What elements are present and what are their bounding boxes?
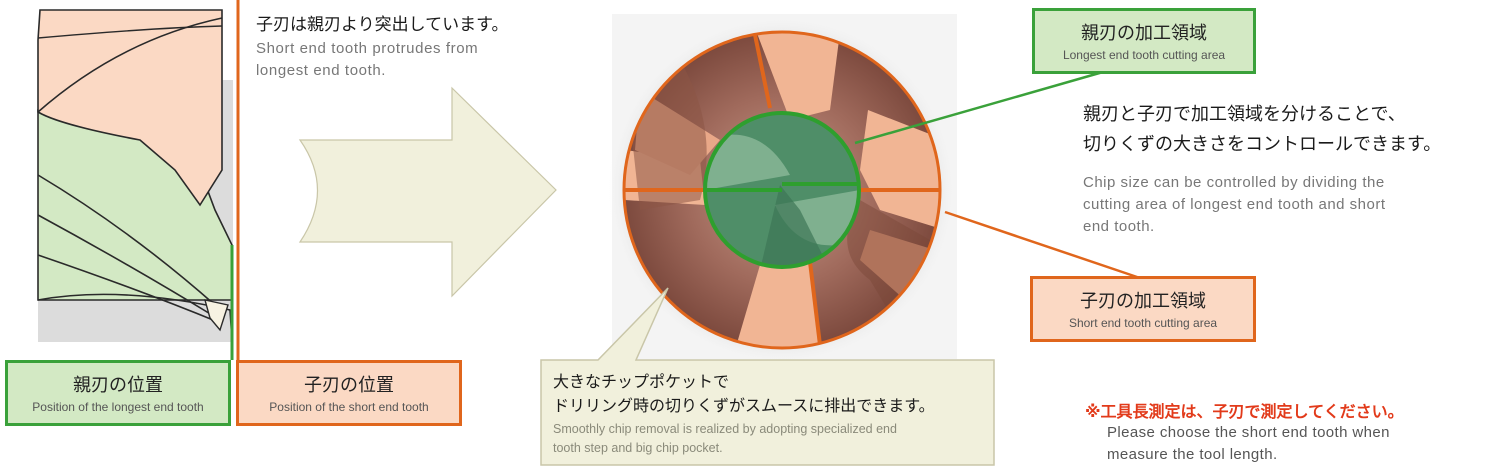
top-caption-en: Short end tooth protrudes from longest e… <box>256 40 479 79</box>
chip-control-jp: 親刃と子刃で加工領域を分けることで、 切りくずの大きさをコントロールできます。 <box>1083 104 1442 155</box>
tool-peach-face <box>37 9 223 207</box>
tool-side-view <box>37 0 240 360</box>
longest-tooth-position-label: 親刃の位置 Position of the longest end tooth <box>5 360 231 426</box>
short-tooth-area-label: 子刃の加工領域 Short end tooth cutting area <box>1030 276 1256 342</box>
leader-short-area <box>944 210 1141 280</box>
top-caption-jp: 子刃は親刃より突出しています。 <box>256 15 509 35</box>
chip-control-en: Chip size can be controlled by dividing … <box>1083 174 1386 235</box>
longest-tooth-area-label: 親刃の加工領域 Longest end tooth cutting area <box>1032 8 1256 74</box>
tool-length-note-jp: ※工具長測定は、子刃で測定してください。 <box>1085 402 1404 421</box>
leader-longest-area <box>854 68 1111 145</box>
tool-end-view <box>606 14 958 366</box>
chip-pocket-en: Smoothly chip removal is realized by ado… <box>553 422 897 455</box>
chip-pocket-callout <box>540 287 995 466</box>
outer-cutting-circle <box>622 30 942 350</box>
direction-arrow <box>298 86 557 298</box>
chip-pocket-jp: 大きなチップポケットで ドリリング時の切りくずがスムースに排出できます。 <box>553 372 935 415</box>
tool-length-note-en: Please choose the short end tooth when m… <box>1107 424 1390 463</box>
short-tooth-position-label: 子刃の位置 Position of the short end tooth <box>236 360 462 426</box>
